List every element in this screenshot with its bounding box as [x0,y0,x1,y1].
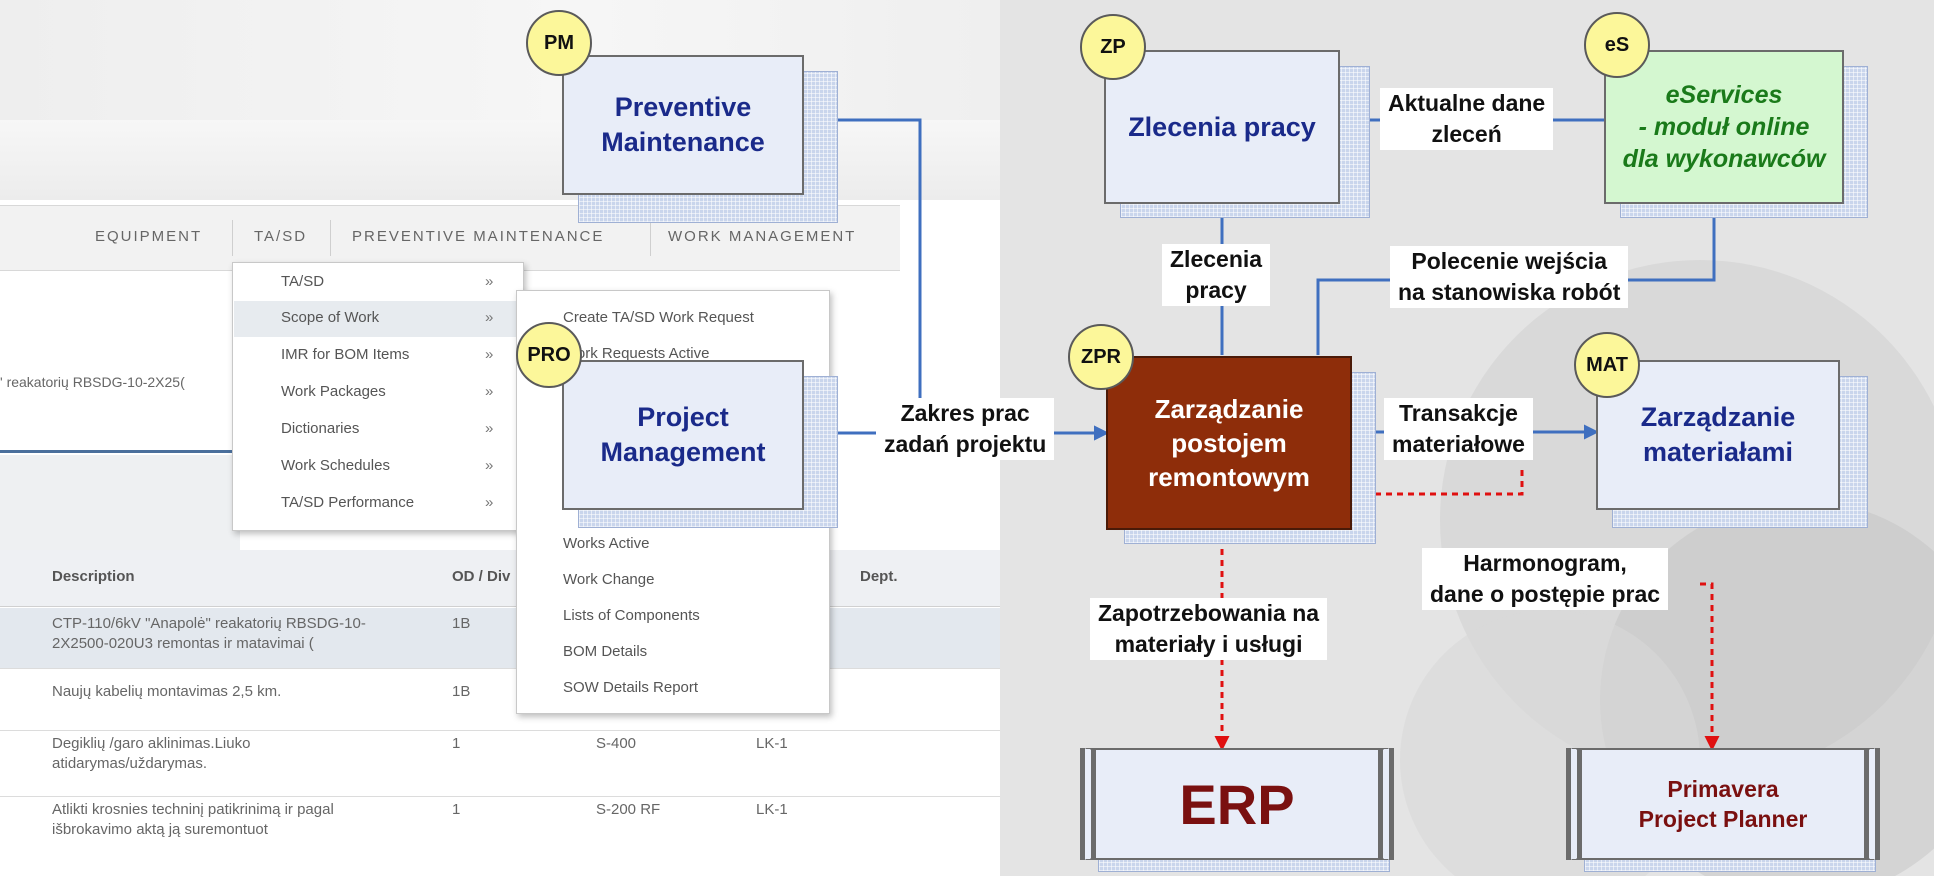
menu-item-imr-for-bom[interactable]: IMR for BOM Items [281,346,410,363]
submenu-arrow-icon: » [485,420,494,437]
node-face: Project Management [562,360,804,510]
node-face: Zarządzanie postojem remontowym [1106,356,1352,530]
edge-label-zakres-prac: Zakres prac zadań projektu [876,398,1055,460]
badge-es: eS [1584,12,1650,78]
panel-band [0,455,240,555]
node-label: Project Management [600,402,766,467]
edge-label-polecenie: Polecenie wejścia na stanowiska robót [1390,246,1629,308]
menu-item-tasd[interactable]: TA/SD [281,273,325,290]
submenu-item-work-change[interactable]: Work Change [563,571,655,588]
submenu-item-create-request[interactable]: Create TA/SD Work Request [563,309,754,326]
panel-divider [0,450,240,453]
edge-label-zapotrzebowania: Zapotrzebowania na materiały i usługi [1090,598,1328,660]
nav-tab-tasd[interactable]: TA/SD [254,228,308,245]
node-face: Zarządzanie materiałami [1596,360,1840,510]
edge-pm-to-zpr [820,118,1109,441]
menu-item-work-packages[interactable]: Work Packages [281,383,386,400]
badge-pro: PRO [516,322,582,388]
nav-tab-equipment[interactable]: EQUIPMENT [95,228,203,245]
nav-tab-preventive-maintenance[interactable]: PREVENTIVE MAINTENANCE [352,228,605,245]
submenu-arrow-icon: » [485,346,494,363]
column-header-dept[interactable]: Dept. [860,568,898,585]
tasd-dropdown-menu: TA/SD » Scope of Work » IMR for BOM Item… [232,262,524,531]
node-face: Zlecenia pracy [1104,50,1340,204]
node-label: eServices - moduł online dla wykonawców [1622,81,1826,173]
submenu-arrow-icon: » [485,457,494,474]
node-face: ERP [1080,748,1394,860]
submenu-arrow-icon: » [485,383,494,400]
node-face: Primavera Project Planner [1566,748,1880,860]
submenu-arrow-icon: » [485,273,494,290]
badge-zp: ZP [1080,14,1146,80]
row-3-description[interactable]: Degiklių /garo aklinimas.Liuko atidaryma… [52,735,251,772]
row-3-dept: LK-1 [756,735,788,752]
row-divider [0,668,1000,669]
column-header-description[interactable]: Description [52,568,135,585]
edge-label-transakcje: Transakcje materiałowe [1384,398,1533,460]
menu-item-scope-of-work[interactable]: Scope of Work [281,309,380,326]
menu-highlight [234,301,522,337]
submenu-item-sow-details-report[interactable]: SOW Details Report [563,679,699,696]
node-label: Preventive Maintenance [601,92,765,157]
row-4-od: 1 [452,801,461,818]
row-1-od: 1B [452,615,471,632]
background-row-fragment: ' reakatorių RBSDG-10-2X25( [0,374,185,390]
edge-to-primavera [1700,582,1720,751]
node-label: ERP [1179,772,1295,836]
menu-item-dictionaries[interactable]: Dictionaries [281,420,360,437]
submenu-item-lists-of-components[interactable]: Lists of Components [563,607,700,624]
row-2-description[interactable]: Naujų kabelių montavimas 2,5 km. [52,683,282,700]
submenu-arrow-icon: » [485,494,494,511]
node-face: eServices - moduł online dla wykonawców [1604,50,1844,204]
submenu-item-works-active[interactable]: Works Active [563,535,650,552]
menu-item-tasd-performance[interactable]: TA/SD Performance [281,494,415,511]
edge-label-harmonogram: Harmonogram, dane o postępie prac [1422,548,1669,610]
node-label: Zarządzanie materiałami [1640,402,1796,467]
submenu-item-bom-details[interactable]: BOM Details [563,643,648,660]
node-label: Zarządzanie postojem remontowym [1148,394,1310,492]
nav-separator [650,220,651,256]
edge-label-aktualne-dane: Aktualne dane zleceń [1380,88,1554,150]
nav-separator [330,220,331,256]
node-label: Zlecenia pracy [1128,111,1316,142]
row-2-od: 1B [452,683,471,700]
row-3-od: 1 [452,735,461,752]
node-label: Primavera Project Planner [1638,776,1808,832]
table-row-selected[interactable] [0,608,1000,668]
column-header-od-div[interactable]: OD / Div [452,568,511,585]
row-4-description[interactable]: Atlikti krosnies techninį patikrinimą ir… [52,801,334,838]
row-4-code: S-200 RF [596,801,661,818]
badge-pm: PM [526,10,592,76]
node-face: Preventive Maintenance [562,55,804,195]
row-3-code: S-400 [596,735,637,752]
submenu-item-requests-active[interactable]: Work Requests Active [563,345,710,362]
nav-separator [232,220,233,256]
nav-tab-work-management[interactable]: WORK MANAGEMENT [668,228,857,245]
edge-label-zlecenia-pracy: Zlecenia pracy [1162,244,1271,306]
submenu-arrow-icon: » [485,309,494,326]
table-header [0,550,1000,607]
badge-zpr: ZPR [1068,324,1134,390]
row-divider [0,796,1000,797]
row-divider [0,730,1000,731]
menu-item-work-schedules[interactable]: Work Schedules [281,457,390,474]
badge-mat: MAT [1574,332,1640,398]
row-4-dept: LK-1 [756,801,788,818]
edge-primavera-to-zpr [1349,470,1524,502]
row-1-description[interactable]: CTP-110/6kV "Anapolė" reakatorių RBSDG-1… [52,615,366,652]
